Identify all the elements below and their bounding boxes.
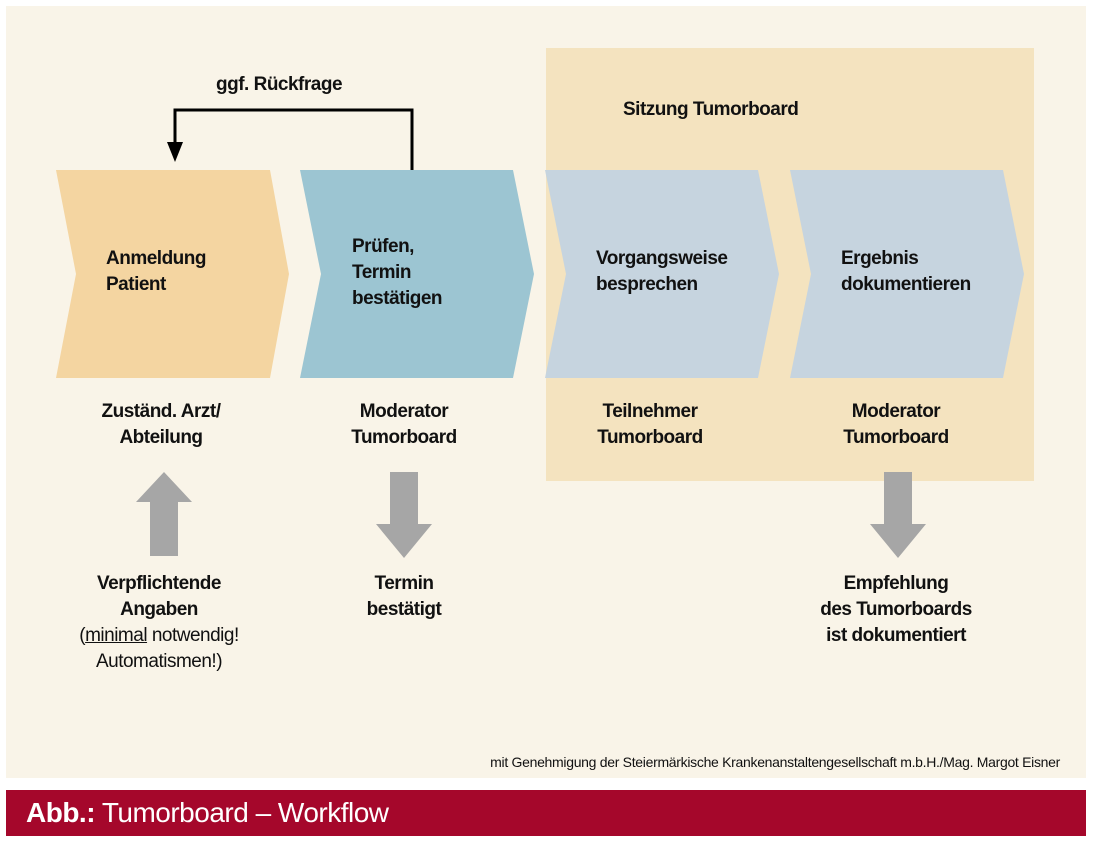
role-3-line-1: Teilnehmer [602,401,698,422]
outcome-2-line-2: bestätigt [366,599,442,620]
caption-title: Tumorboard – Workflow [101,797,389,828]
caption-bar: Abb.: Tumorboard – Workflow [6,790,1086,836]
step-chevron-1 [56,170,289,378]
session-title: Sitzung Tumorboard [623,99,799,120]
outcome-1-line-4: Automatismen!) [95,651,223,672]
outcome-2: Termin bestätigt [304,571,504,623]
workflow-diagram [56,48,1034,558]
outcome-1-line-1: Verpflichtende [97,573,221,594]
role-2-line-1: Moderator [359,401,449,422]
step-2-label: Prüfen, Termin bestätigen [352,234,443,312]
outcome-3-line-3: ist dokumentiert [826,625,966,646]
step-2-line-2: Termin [352,262,411,283]
outcome-1-line-3: (minimal notwendig! [59,623,259,649]
role-4-line-1: Moderator [851,401,941,422]
down-arrow-icon-empfehlung [870,472,926,558]
step-1-label: Anmeldung Patient [106,246,207,298]
outcome-3-line-2: des Tumorboards [820,599,972,620]
feedback-arrow-line [173,108,414,170]
caption-prefix: Abb.: [26,797,96,828]
role-1-line-2: Abteilung [119,427,203,448]
outcome-1-underlined-word: minimal [85,625,148,646]
role-4: Moderator Tumorboard [796,399,996,451]
step-4-line-2: dokumentieren [841,274,971,295]
outcome-3: Empfehlung des Tumorboards ist dokumenti… [796,571,996,649]
role-1: Zuständ. Arzt/ Abteilung [61,399,261,451]
step-3-line-1: Vorgangsweise [596,248,728,269]
feedback-arrow-head [167,142,183,162]
role-1-line-1: Zuständ. Arzt/ [101,401,221,422]
feedback-label: ggf. Rückfrage [216,74,343,95]
role-3: Teilnehmer Tumorboard [550,399,750,451]
outcome-1-line-2: Angaben [120,599,198,620]
step-4-line-1: Ergebnis [841,248,919,269]
role-4-line-2: Tumorboard [843,427,949,448]
step-2-line-1: Prüfen, [352,236,414,257]
step-chevron-2 [300,170,534,378]
role-2-line-2: Tumorboard [351,427,457,448]
step-2-line-3: bestätigen [352,288,443,309]
outcome-2-line-1: Termin [374,573,434,594]
step-chevron-3 [545,170,779,378]
figure-panel: ggf. Rückfrage Sitzung Tumorboard Anmeld… [6,6,1086,778]
step-chevron-4 [790,170,1024,378]
step-3-label: Vorgangsweise besprechen [596,246,728,298]
step-1-line-2: Patient [106,274,166,295]
step-3-line-2: besprechen [596,274,698,295]
down-arrow-icon-termin [376,472,432,558]
outcome-1: Verpflichtende Angaben (minimal notwendi… [59,571,259,675]
outcome-1-line-3-rest: notwendig! [147,625,239,646]
outcome-1-paren-open: ( [79,625,86,646]
figure-caption: Abb.: Tumorboard – Workflow [26,797,389,829]
step-4-label: Ergebnis dokumentieren [841,246,971,298]
role-2: Moderator Tumorboard [304,399,504,451]
step-1-line-1: Anmeldung [106,248,207,269]
outcome-3-line-1: Empfehlung [843,573,949,594]
role-3-line-2: Tumorboard [597,427,703,448]
up-arrow-icon [136,472,192,556]
credit-line: mit Genehmigung der Steiermärkische Kran… [490,754,1060,770]
